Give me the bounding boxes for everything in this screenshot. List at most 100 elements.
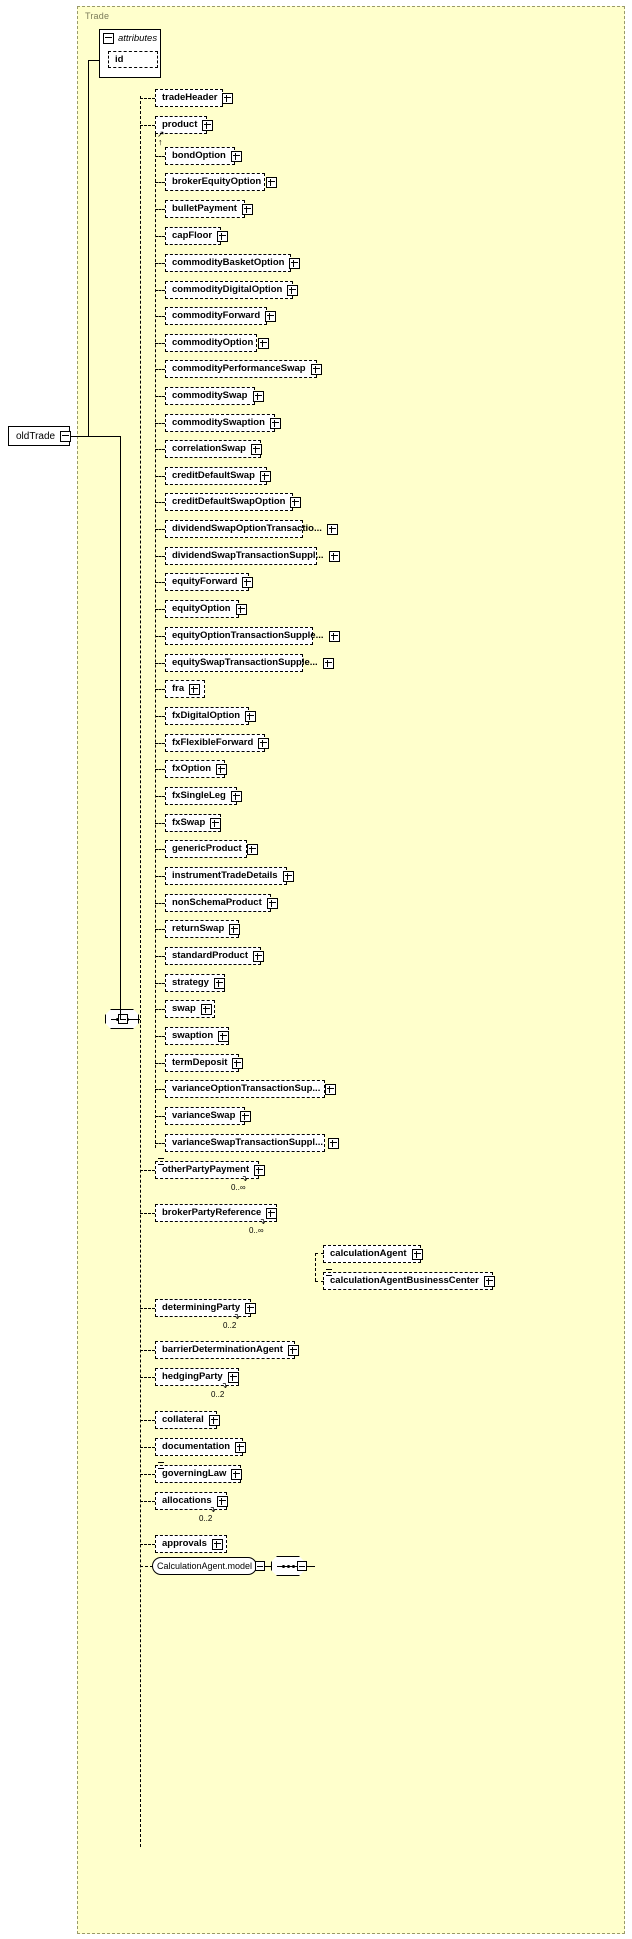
- node-instrumenttradedetails[interactable]: instrumentTradeDetails: [165, 867, 294, 888]
- expand-icon[interactable]: [282, 870, 294, 882]
- node-fxswap[interactable]: fxSwap: [165, 814, 224, 835]
- node-fxflexibleforward[interactable]: fxFlexibleForward: [165, 734, 270, 755]
- node-hedgingparty[interactable]: hedgingParty: [155, 1368, 242, 1389]
- node-bondoption[interactable]: bondOption: [165, 147, 242, 168]
- calculation-agent-sequence-collapse-icon[interactable]: [297, 1561, 307, 1571]
- node-fxdigitaloption[interactable]: fxDigitalOption: [165, 707, 257, 728]
- node-calculationagentbusinesscenter[interactable]: calculationAgentBusinessCenter: [323, 1269, 496, 1293]
- expand-icon[interactable]: [232, 1057, 244, 1069]
- expand-icon[interactable]: [328, 1137, 339, 1149]
- node-standardproduct[interactable]: standardProduct: [165, 947, 265, 968]
- node-determiningparty[interactable]: determiningParty: [155, 1299, 257, 1320]
- node-approvals[interactable]: approvals: [155, 1535, 230, 1556]
- node-commodityperformanceswap[interactable]: commodityPerformanceSwap: [165, 360, 322, 381]
- expand-icon[interactable]: [222, 92, 234, 104]
- calculation-agent-model-oval[interactable]: CalculationAgent.model: [152, 1557, 260, 1578]
- expand-icon[interactable]: [246, 843, 258, 855]
- expand-icon[interactable]: [208, 1414, 220, 1426]
- node-nonschemaproduct[interactable]: nonSchemaProduct: [165, 894, 278, 915]
- node-dividendswaptransactionsuppl[interactable]: dividendSwapTransactionSuppl...: [165, 547, 340, 568]
- expand-icon[interactable]: [326, 523, 338, 535]
- expand-icon[interactable]: [289, 257, 301, 269]
- expand-icon[interactable]: [242, 576, 254, 588]
- node-correlationswap[interactable]: correlationSwap: [165, 440, 264, 461]
- node-swaption[interactable]: swaption: [165, 1027, 232, 1048]
- node-strategy[interactable]: strategy: [165, 974, 228, 995]
- node-collateral[interactable]: collateral: [155, 1411, 220, 1432]
- expand-icon[interactable]: [411, 1248, 423, 1260]
- expand-icon[interactable]: [216, 1495, 228, 1507]
- node-commoditydigitaloption[interactable]: commodityDigitalOption: [165, 281, 299, 302]
- node-commodityoption[interactable]: commodityOption: [165, 334, 270, 355]
- node-otherpartypayment[interactable]: otherPartyPayment: [155, 1158, 266, 1182]
- node-barrierdeterminationagent[interactable]: barrierDeterminationAgent: [155, 1341, 299, 1362]
- attribute-node-id[interactable]: id: [108, 51, 161, 71]
- expand-icon[interactable]: [266, 176, 278, 188]
- expand-icon[interactable]: [200, 1003, 212, 1015]
- node-dividendswapoptiontransactio[interactable]: dividendSwapOptionTransactio...: [165, 520, 338, 541]
- node-allocations[interactable]: allocations: [155, 1492, 230, 1513]
- expand-icon[interactable]: [227, 1371, 239, 1383]
- expand-icon[interactable]: [211, 1538, 223, 1550]
- sequence-collapse-icon[interactable]: [118, 1014, 128, 1024]
- expand-icon[interactable]: [258, 337, 270, 349]
- expand-icon[interactable]: [245, 1302, 257, 1314]
- node-equityoption[interactable]: equityOption: [165, 600, 247, 621]
- expand-icon[interactable]: [322, 657, 334, 669]
- expand-icon[interactable]: [252, 390, 264, 402]
- node-brokerpartyreference[interactable]: brokerPartyReference: [155, 1204, 280, 1225]
- node-bulletpayment[interactable]: bulletPayment: [165, 200, 253, 221]
- node-tradeheader[interactable]: tradeHeader: [155, 89, 234, 110]
- node-varianceoptiontransactionsup[interactable]: varianceOptionTransactionSup...: [165, 1080, 337, 1101]
- expand-icon[interactable]: [287, 1344, 299, 1356]
- expand-icon[interactable]: [328, 630, 340, 642]
- expand-icon[interactable]: [230, 150, 242, 162]
- expand-icon[interactable]: [210, 817, 222, 829]
- calculation-agent-model-collapse-icon[interactable]: [255, 1561, 265, 1571]
- node-varianceswap[interactable]: varianceSwap: [165, 1107, 252, 1128]
- root-node-oldtrade[interactable]: oldTrade: [8, 426, 73, 449]
- expand-icon[interactable]: [240, 1110, 252, 1122]
- node-commodityswap[interactable]: commoditySwap: [165, 387, 264, 408]
- expand-icon[interactable]: [202, 119, 214, 131]
- calculation-agent-sequence[interactable]: [271, 1556, 305, 1576]
- node-returnswap[interactable]: returnSwap: [165, 920, 242, 941]
- node-creditdefaultswap[interactable]: creditDefaultSwap: [165, 467, 271, 488]
- expand-icon[interactable]: [269, 417, 281, 429]
- expand-icon[interactable]: [189, 683, 201, 695]
- expand-icon[interactable]: [265, 310, 277, 322]
- node-creditdefaultswapoption[interactable]: creditDefaultSwapOption: [165, 493, 302, 514]
- expand-icon[interactable]: [230, 790, 242, 802]
- expand-icon[interactable]: [266, 1207, 278, 1219]
- expand-icon[interactable]: [266, 897, 278, 909]
- node-genericproduct[interactable]: genericProduct: [165, 840, 258, 861]
- expand-icon[interactable]: [254, 1164, 266, 1176]
- expand-icon[interactable]: [328, 550, 340, 562]
- expand-icon[interactable]: [310, 363, 322, 375]
- expand-icon[interactable]: [216, 763, 228, 775]
- node-brokerequityoption[interactable]: brokerEquityOption: [165, 173, 278, 194]
- node-calculationagent[interactable]: calculationAgent: [323, 1245, 424, 1266]
- expand-icon[interactable]: [241, 203, 253, 215]
- expand-icon[interactable]: [290, 496, 302, 508]
- node-equityswaptransactionsupple[interactable]: equitySwapTransactionSupple...: [165, 654, 334, 675]
- expand-icon[interactable]: [218, 1030, 230, 1042]
- node-fra[interactable]: fra: [165, 680, 208, 701]
- node-termdeposit[interactable]: termDeposit: [165, 1054, 244, 1075]
- expand-icon[interactable]: [235, 1441, 247, 1453]
- node-commodityswaption[interactable]: commoditySwaption: [165, 414, 281, 435]
- node-commodityforward[interactable]: commodityForward: [165, 307, 277, 328]
- expand-icon[interactable]: [253, 950, 265, 962]
- node-fxsingleleg[interactable]: fxSingleLeg: [165, 787, 242, 808]
- expand-icon[interactable]: [217, 230, 229, 242]
- node-swap[interactable]: swap: [165, 1000, 218, 1021]
- node-capfloor[interactable]: capFloor: [165, 227, 229, 248]
- expand-icon[interactable]: [245, 710, 257, 722]
- expand-icon[interactable]: [259, 470, 271, 482]
- expand-icon[interactable]: [325, 1083, 337, 1095]
- expand-icon[interactable]: [258, 737, 270, 749]
- node-commoditybasketoption[interactable]: commodityBasketOption: [165, 254, 301, 275]
- expand-icon[interactable]: [235, 603, 247, 615]
- attributes-collapse-icon[interactable]: [103, 33, 114, 44]
- expand-icon[interactable]: [213, 977, 225, 989]
